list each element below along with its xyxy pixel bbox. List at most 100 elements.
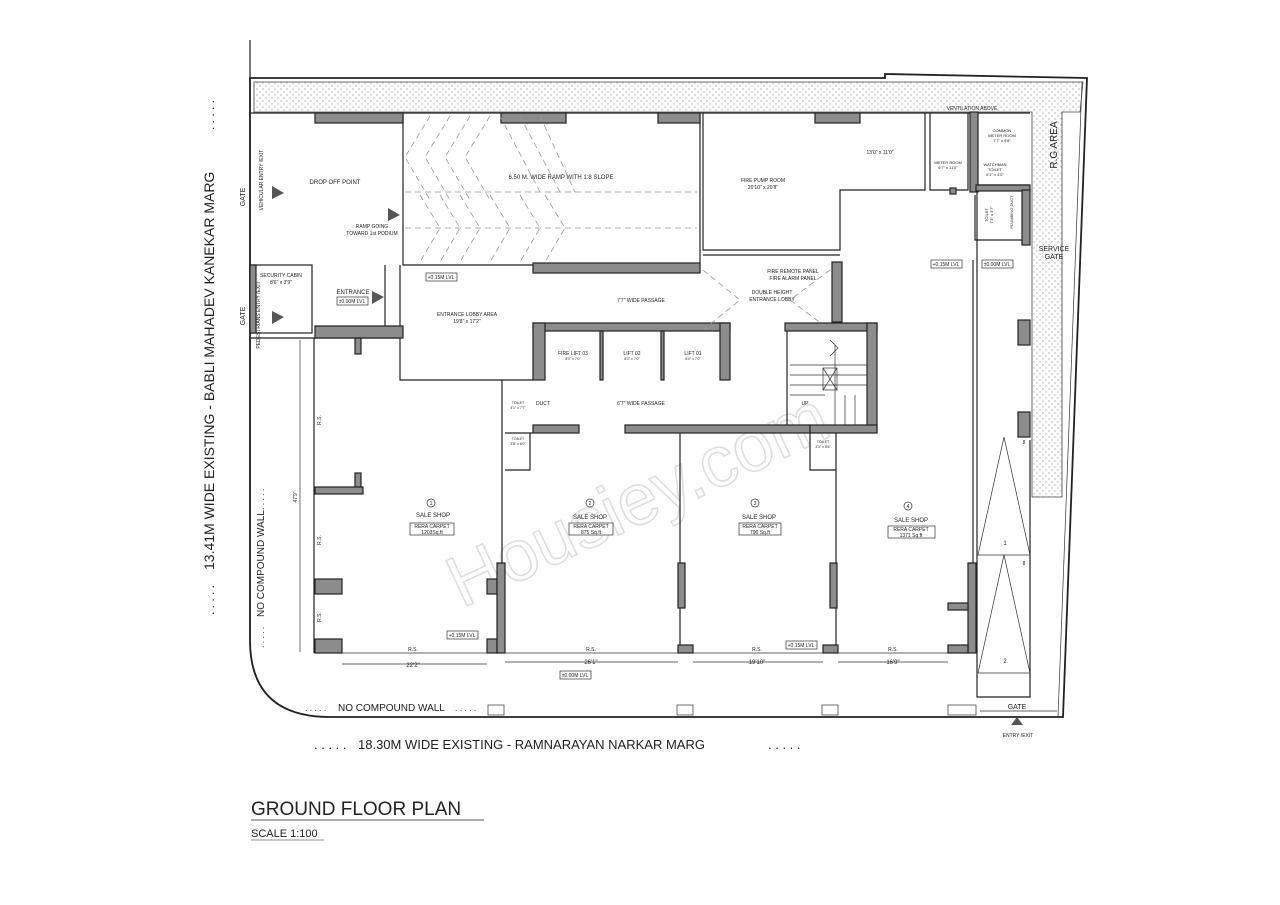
toilet-size: 3'8" x 6'0" [510, 442, 526, 446]
duct-label: DUCT [536, 401, 550, 407]
site-boundary [249, 40, 1088, 718]
lift-size: 8'0" x 7'0" [685, 357, 701, 361]
shop-width: 26'1" [584, 660, 597, 666]
plan-title: GROUND FLOOR PLAN [251, 799, 461, 820]
watchman-toilet-label: WATCHMAN [983, 162, 1006, 167]
toilet-size: 4'1" x 7'7" [510, 406, 526, 410]
gate-right[interactable] [980, 710, 1057, 725]
ramp-markings [404, 115, 831, 331]
toilet-label: TOILET [512, 401, 525, 405]
shop-name: SALE SHOP [573, 515, 607, 521]
road-left-dots-bottom: . . . . . [203, 585, 217, 615]
fire-pump-size: 20'10" x 20'8" [748, 185, 778, 191]
shop-name: SALE SHOP [742, 515, 776, 521]
parking-number: 2 [1003, 659, 1007, 665]
shop-area: 1203Sq.ft [421, 530, 443, 536]
lift-01-label: LIFT 01 [684, 351, 701, 357]
bottom-compound-wall-dots-right: . . . . . [455, 703, 476, 713]
ramp-arrow-icon [388, 208, 400, 221]
watchman-toilet-label-2: TOILET [988, 167, 1002, 172]
road-bottom-dots-left: . . . . . [314, 737, 347, 752]
road-left-label: 13.41M WIDE EXISTING - BABLI MAHADEV KAN… [201, 172, 217, 570]
drop-off-label: DROP OFF POINT [310, 180, 361, 186]
gate-right-label: GATE [1008, 704, 1027, 711]
vehicular-arrow-icon [272, 186, 284, 199]
gate-label: GATE [240, 187, 247, 206]
shop-carpet-label: RERA CARPET [573, 524, 608, 530]
shop-width: 22'2" [406, 663, 419, 669]
fire-lift-label: FIRE LIFT 03 [558, 351, 588, 357]
parking-number: 8 [1023, 440, 1026, 446]
bottom-compound-wall-dots-left: . . . . . [305, 703, 326, 713]
security-cabin-label: SECURITY CABIN [260, 273, 302, 279]
shop-carpet-label: RERA CARPET [414, 524, 449, 530]
left-wall-dots-bottom: . . . . . [256, 627, 266, 648]
arrow-icons [272, 186, 400, 324]
toilet-label: TOILET [984, 207, 989, 221]
lobby-size: 19'8" x 17'2" [453, 319, 481, 325]
toilet-label: TOILET [817, 440, 830, 444]
shop-1: 1 SALE SHOP RERA CARPET 1203Sq.ft 22'2" [406, 498, 455, 669]
ramp-label: 6.50 M. WIDE RAMP WITH 1:8 SLOPE [509, 175, 614, 181]
shop-carpet-label: RERA CARPET [893, 527, 928, 533]
common-meter-size: 7'7" x 9'8" [993, 138, 1011, 143]
level-label: +0.15M LVL [449, 633, 476, 639]
security-cabin-size: 8'6" x 3'9" [270, 280, 292, 286]
vehicular-entry-label: VEHICULAR ENTRY /EXIT [259, 150, 265, 211]
room-labels: GATE GATE VEHICULAR ENTRY /EXIT PEDESTRI… [240, 106, 1070, 739]
shop-2: 2 SALE SHOP RERA CARPET 875 Sq.ft 26'1" [568, 498, 614, 666]
columns [249, 111, 1031, 716]
level-label: +0.15M LVL [428, 275, 455, 281]
rs-label: R.S. [888, 647, 898, 653]
toilet-size: 3'3" x 5'6" [815, 445, 831, 449]
ventilation-label: VENTILATION ABOVE [947, 106, 998, 112]
service-gate-label: SERVICE [1039, 246, 1070, 253]
level-label: ±0.00M LVL [984, 262, 1011, 268]
height-dimension: 47'9" [293, 491, 299, 502]
shop-number: 1 [430, 501, 433, 507]
fire-alarm-label: FIRE ALARM PANEL [769, 276, 816, 282]
ramp-going-label-2: TOWARD 1st PODIUM [346, 231, 397, 237]
shop-carpet-label: RERA CARPET [742, 524, 777, 530]
entrance-arrow-icon [372, 291, 384, 304]
shop-name: SALE SHOP [416, 513, 450, 519]
lift-02-label: LIFT 02 [623, 351, 640, 357]
rg-area-label: R.G AREA [1049, 121, 1060, 169]
level-label: ±0.00M LVL [339, 299, 366, 305]
shop-4: 4 SALE SHOP RERA CARPET 1371 Sq.ft 16'9" [886, 501, 936, 666]
level-label: +0.15M LVL [788, 643, 815, 649]
rs-label: R.S. [586, 647, 596, 653]
shop-number: 2 [589, 501, 592, 507]
rs-label: R.S. [317, 612, 323, 622]
shop-width: 19'10" [749, 660, 766, 666]
common-meter-label: COMMON [993, 128, 1012, 133]
plumbing-duct-label: PLUMBING DUCT [1009, 195, 1014, 229]
level-label: ±0.00M LVL [562, 673, 589, 679]
meter-room-label: METER ROOM [934, 160, 962, 165]
pedestrian-arrow-icon [272, 311, 284, 324]
ramp-going-label: RAMP GOING [356, 224, 389, 230]
rs-label: R.S. [317, 415, 323, 425]
rs-label: R.S. [752, 647, 762, 653]
shop-width: 16'9" [886, 660, 899, 666]
road-left-dots-top: . . . . . [203, 100, 217, 130]
shop-number: 4 [907, 504, 910, 510]
shop-area: 1371 Sq.ft [900, 533, 923, 539]
shop-area: 796 Sq.ft [750, 530, 771, 536]
lift-size: 8'0" x 7'0" [565, 357, 581, 361]
double-height-label: DOUBLE HEIGHT [752, 290, 793, 296]
rg-area-strip [253, 81, 1084, 498]
dimension-lines [299, 340, 948, 665]
passage-label: 6'7" WIDE PASSAGE [617, 401, 665, 407]
parking-number: 8 [1023, 561, 1026, 567]
toilet-size: 7'3" x 3'7" [989, 206, 994, 224]
lobby-label: ENTRANCE LOBBY AREA [437, 312, 498, 318]
watchman-toilet-size: 5'1" x 4'0" [986, 172, 1004, 177]
road-bottom-dots-right: . . . . . [768, 737, 801, 752]
road-bottom-label: 18.30M WIDE EXISTING - RAMNARAYAN NARKAR… [358, 737, 705, 752]
shop-name: SALE SHOP [894, 518, 928, 524]
common-meter-label-2: METER ROOM [988, 133, 1016, 138]
shop-3: 3 SALE SHOP RERA CARPET 796 Sq.ft 19'10" [738, 498, 782, 666]
entrance-label: ENTRANCE [336, 290, 369, 296]
